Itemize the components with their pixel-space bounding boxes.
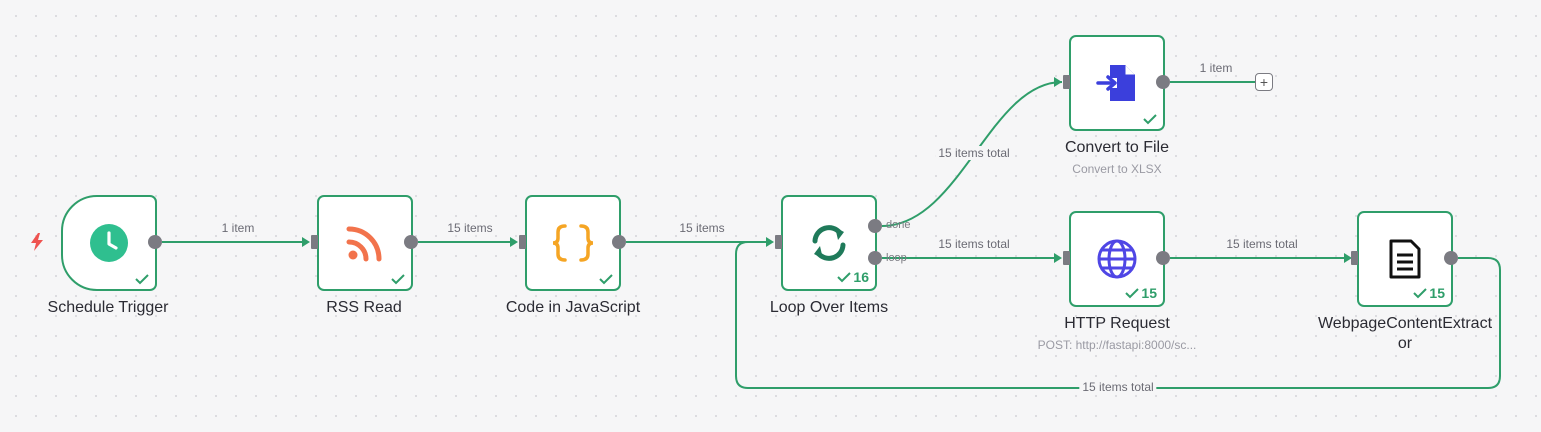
success-check-icon — [135, 273, 149, 285]
node-webpage-content-extractor[interactable]: 15 — [1357, 211, 1453, 307]
rss-output-handle[interactable] — [404, 235, 418, 249]
convert-output-handle[interactable] — [1156, 75, 1170, 89]
node-title-code: Code in JavaScript — [505, 299, 641, 316]
loop-done-handle[interactable] — [868, 219, 882, 233]
run-count-badge: 16 — [837, 269, 869, 285]
edge-label-rss-code: 15 items — [444, 221, 496, 235]
success-check-icon — [837, 272, 852, 283]
schedule-output-handle[interactable] — [148, 235, 162, 249]
globe-icon — [1095, 237, 1139, 281]
http-input-handle[interactable] — [1063, 251, 1070, 265]
edge-label-schedule-rss: 1 item — [218, 221, 258, 235]
node-title-loop: Loop Over Items — [769, 299, 889, 316]
extract-output-handle[interactable] — [1444, 251, 1458, 265]
document-icon — [1383, 237, 1427, 281]
success-check-icon — [1125, 288, 1140, 299]
rss-icon — [343, 221, 387, 265]
node-code-javascript[interactable] — [525, 195, 621, 291]
file-import-icon — [1095, 61, 1139, 105]
code-output-handle[interactable] — [612, 235, 626, 249]
node-rss-read[interactable] — [317, 195, 413, 291]
node-title-extract-line1: WebpageContentExtract — [1317, 315, 1493, 332]
success-check-icon — [599, 273, 613, 285]
success-check-icon — [1413, 288, 1428, 299]
extract-input-handle[interactable] — [1351, 251, 1358, 265]
arrow-rss — [302, 237, 310, 247]
arrow-extract — [1344, 253, 1352, 263]
node-title-extract-line2: or — [1397, 335, 1413, 352]
node-title-http: HTTP Request — [1064, 315, 1170, 332]
node-title-convert: Convert to File — [1064, 139, 1170, 156]
loop-input-handle[interactable] — [775, 235, 782, 249]
node-http-request[interactable]: 15 — [1069, 211, 1165, 307]
edge-label-loop-http: 15 items total — [935, 237, 1013, 251]
rss-input-handle[interactable] — [311, 235, 318, 249]
arrow-convert — [1054, 77, 1062, 87]
edge-label-http-extract: 15 items total — [1223, 237, 1301, 251]
arrow-loop — [766, 237, 774, 247]
edge-label-extract-loop: 15 items total — [1079, 380, 1157, 394]
node-subtitle-convert: Convert to XLSX — [1072, 162, 1162, 176]
run-count-badge: 15 — [1413, 285, 1445, 301]
convert-input-handle[interactable] — [1063, 75, 1070, 89]
run-count-badge: 15 — [1125, 285, 1157, 301]
http-count: 15 — [1141, 285, 1157, 301]
node-convert-to-file[interactable] — [1069, 35, 1165, 131]
arrow-code — [510, 237, 518, 247]
trigger-bolt-icon — [30, 233, 44, 256]
clock-icon — [87, 221, 131, 265]
arrow-http — [1054, 253, 1062, 263]
loop-count: 16 — [853, 269, 869, 285]
extract-count: 15 — [1429, 285, 1445, 301]
edge-label-code-loop: 15 items — [676, 221, 728, 235]
node-subtitle-http: POST: http://fastapi:8000/sc... — [1037, 338, 1197, 352]
success-check-icon — [1143, 113, 1157, 125]
node-schedule-trigger[interactable] — [61, 195, 157, 291]
code-input-handle[interactable] — [519, 235, 526, 249]
port-label-loop: loop — [886, 252, 907, 264]
node-title-rss: RSS Read — [326, 299, 402, 316]
braces-icon — [551, 221, 595, 265]
edge-label-convert-out: 1 item — [1196, 61, 1236, 75]
http-output-handle[interactable] — [1156, 251, 1170, 265]
add-node-button[interactable]: + — [1255, 73, 1273, 91]
port-label-done: done — [886, 219, 911, 231]
node-title-schedule: Schedule Trigger — [47, 299, 169, 316]
node-loop-over-items[interactable]: 16 — [781, 195, 877, 291]
loop-icon — [807, 221, 851, 265]
edge-label-loop-convert: 15 items total — [935, 146, 1013, 160]
success-check-icon — [391, 273, 405, 285]
node-title-extract: WebpageContentExtract or — [1295, 314, 1515, 354]
loop-loop-handle[interactable] — [868, 251, 882, 265]
